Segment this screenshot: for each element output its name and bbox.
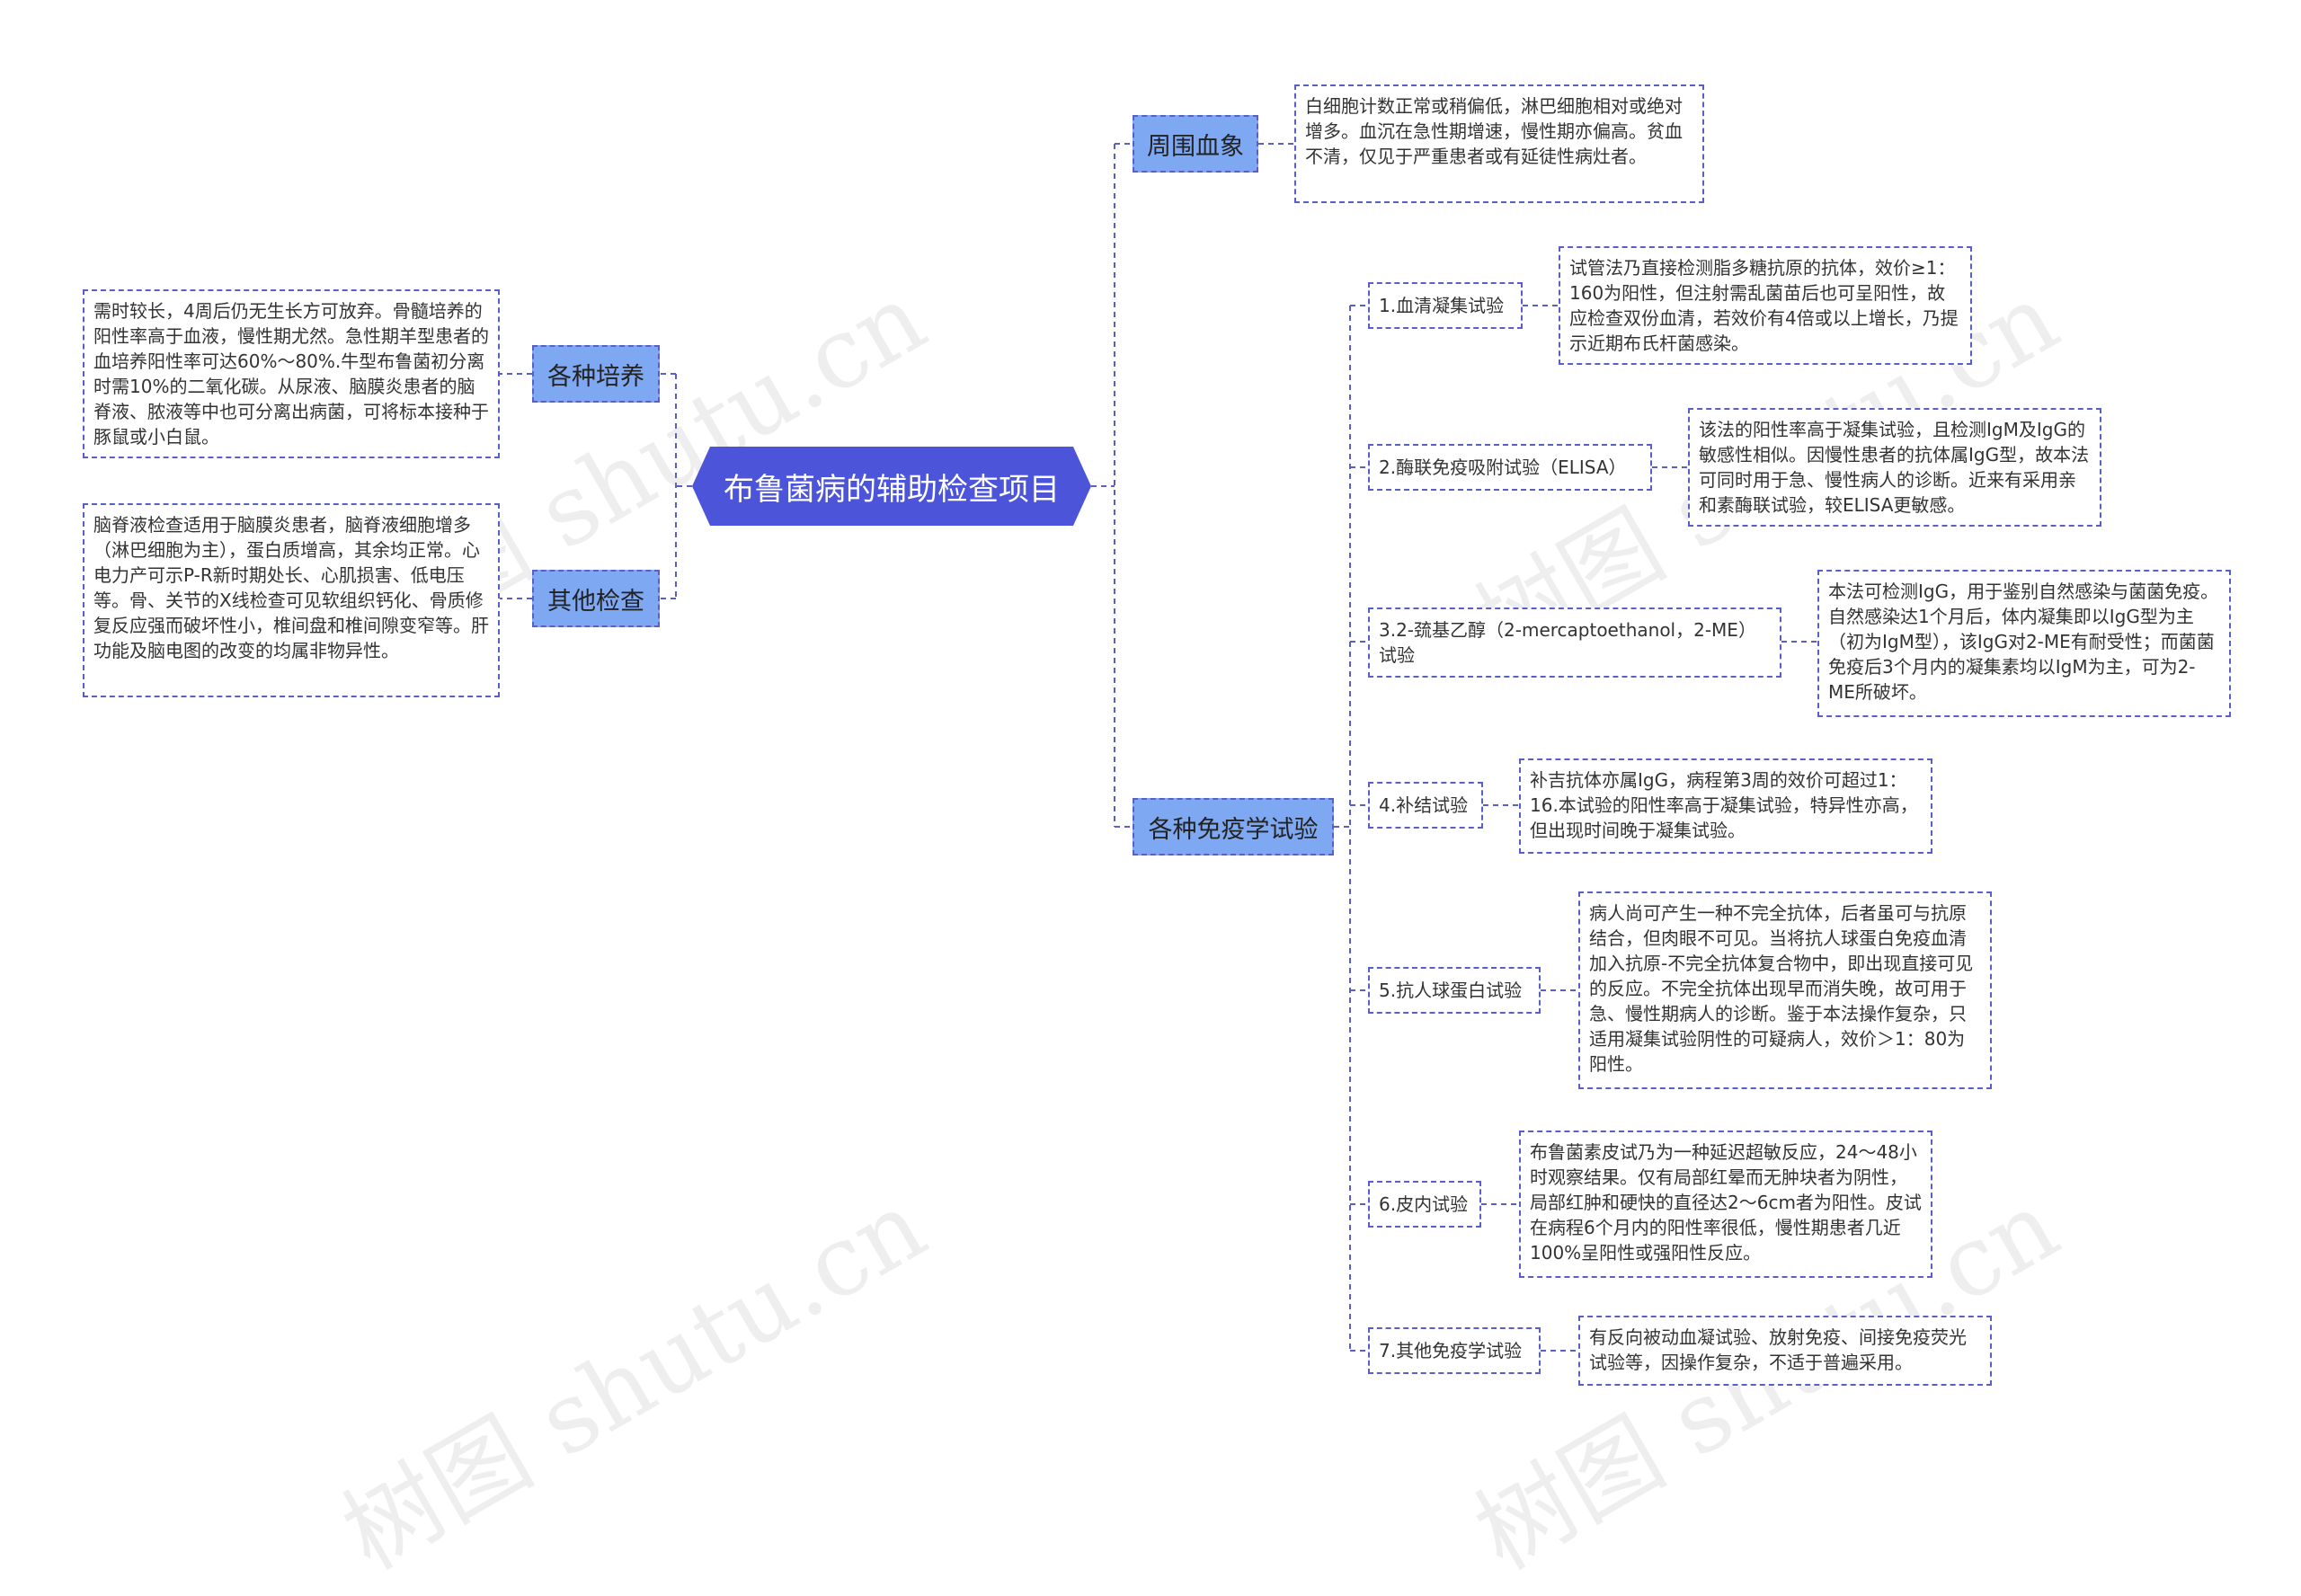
item-agglutination[interactable]: 1.血清凝集试验 xyxy=(1368,282,1523,329)
desc-complement: 补吉抗体亦属IgG，病程第3周的效价可超过1：16.本试验的阳性率高于凝集试验，… xyxy=(1519,758,1932,854)
topic-immuno-tests[interactable]: 各种免疫学试验 xyxy=(1133,798,1334,856)
topic-other-exams[interactable]: 其他检查 xyxy=(532,570,660,627)
item-other-immuno[interactable]: 7.其他免疫学试验 xyxy=(1368,1327,1541,1374)
topic-peripheral-blood[interactable]: 周围血象 xyxy=(1133,115,1258,173)
item-skin-test[interactable]: 6.皮内试验 xyxy=(1368,1181,1481,1228)
topic-culture[interactable]: 各种培养 xyxy=(532,345,660,403)
desc-skin-test: 布鲁菌素皮试乃为一种延迟超敏反应，24～48小时观察结果。仅有局部红晕而无肿块者… xyxy=(1519,1130,1932,1278)
desc-2me: 本法可检测IgG，用于鉴别自然感染与菌菌免疫。自然感染达1个月后，体内凝集即以I… xyxy=(1817,570,2231,717)
item-complement[interactable]: 4.补结试验 xyxy=(1368,782,1483,829)
connector-lines xyxy=(500,143,1817,1352)
item-coombs[interactable]: 5.抗人球蛋白试验 xyxy=(1368,967,1541,1014)
desc-peripheral-blood: 白细胞计数正常或稍偏低，淋巴细胞相对或绝对增多。血沉在急性期增速，慢性期亦偏高。… xyxy=(1294,84,1704,203)
root-topic[interactable]: 布鲁菌病的辅助检查项目 xyxy=(692,447,1091,526)
desc-other-exams: 脑脊液检查适用于脑膜炎患者，脑脊液细胞增多（淋巴细胞为主），蛋白质增高，其余均正… xyxy=(83,503,500,697)
item-2me[interactable]: 3.2-巯基乙醇（2-mercaptoethanol，2-ME）试验 xyxy=(1368,607,1781,678)
item-elisa[interactable]: 2.酶联免疫吸附试验（ELISA） xyxy=(1368,444,1652,491)
desc-elisa: 该法的阳性率高于凝集试验，且检测IgM及IgG的敏感性相似。因慢性患者的抗体属I… xyxy=(1688,408,2101,527)
desc-other-immuno: 有反向被动血凝试验、放射免疫、间接免疫荧光试验等，因操作复杂，不适于普遍采用。 xyxy=(1578,1316,1992,1386)
desc-agglutination: 试管法乃直接检测脂多糖抗原的抗体，效价≥1：160为阳性，但注射需乱菌苗后也可呈… xyxy=(1559,246,1972,365)
desc-culture: 需时较长，4周后仍无生长方可放弃。骨髓培养的阳性率高于血液，慢性期尤然。急性期羊… xyxy=(83,289,500,458)
desc-coombs: 病人尚可产生一种不完全抗体，后者虽可与抗原结合，但肉眼不可见。当将抗人球蛋白免疫… xyxy=(1578,891,1992,1089)
